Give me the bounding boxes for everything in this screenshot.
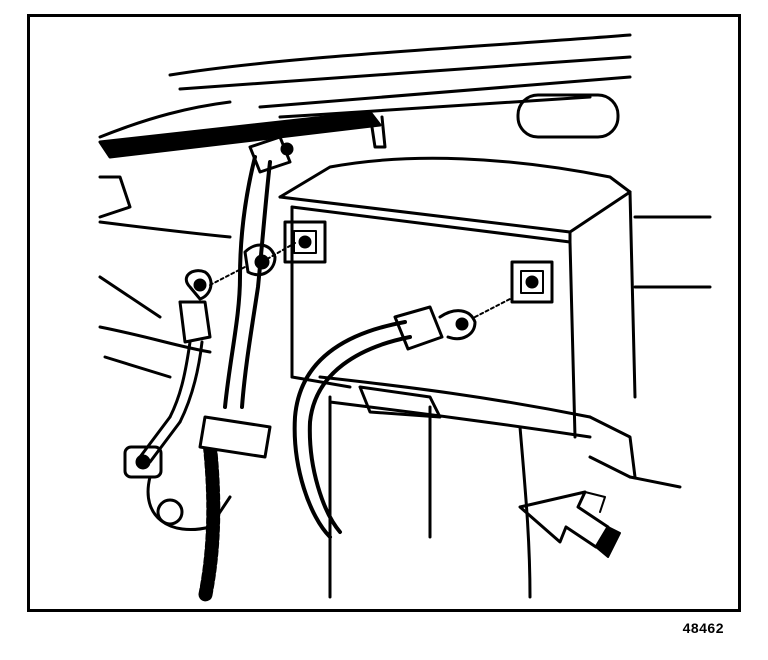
- wiper-arm: [98, 110, 387, 159]
- cowl-vent: [516, 93, 620, 139]
- negative-terminal: [243, 242, 296, 277]
- figure-number: 48462: [682, 620, 724, 636]
- illustration-frame: [27, 14, 741, 612]
- direction-arrow-icon: [518, 490, 621, 558]
- battery-tray: [318, 375, 637, 479]
- battery-cable-illustration: [98, 33, 712, 604]
- negative-cable: [198, 135, 294, 604]
- fender-panel: [328, 215, 712, 599]
- hood-outline: [98, 33, 632, 139]
- positive-cable: [292, 298, 511, 539]
- ground-lead: [123, 266, 246, 479]
- battery: [278, 156, 637, 439]
